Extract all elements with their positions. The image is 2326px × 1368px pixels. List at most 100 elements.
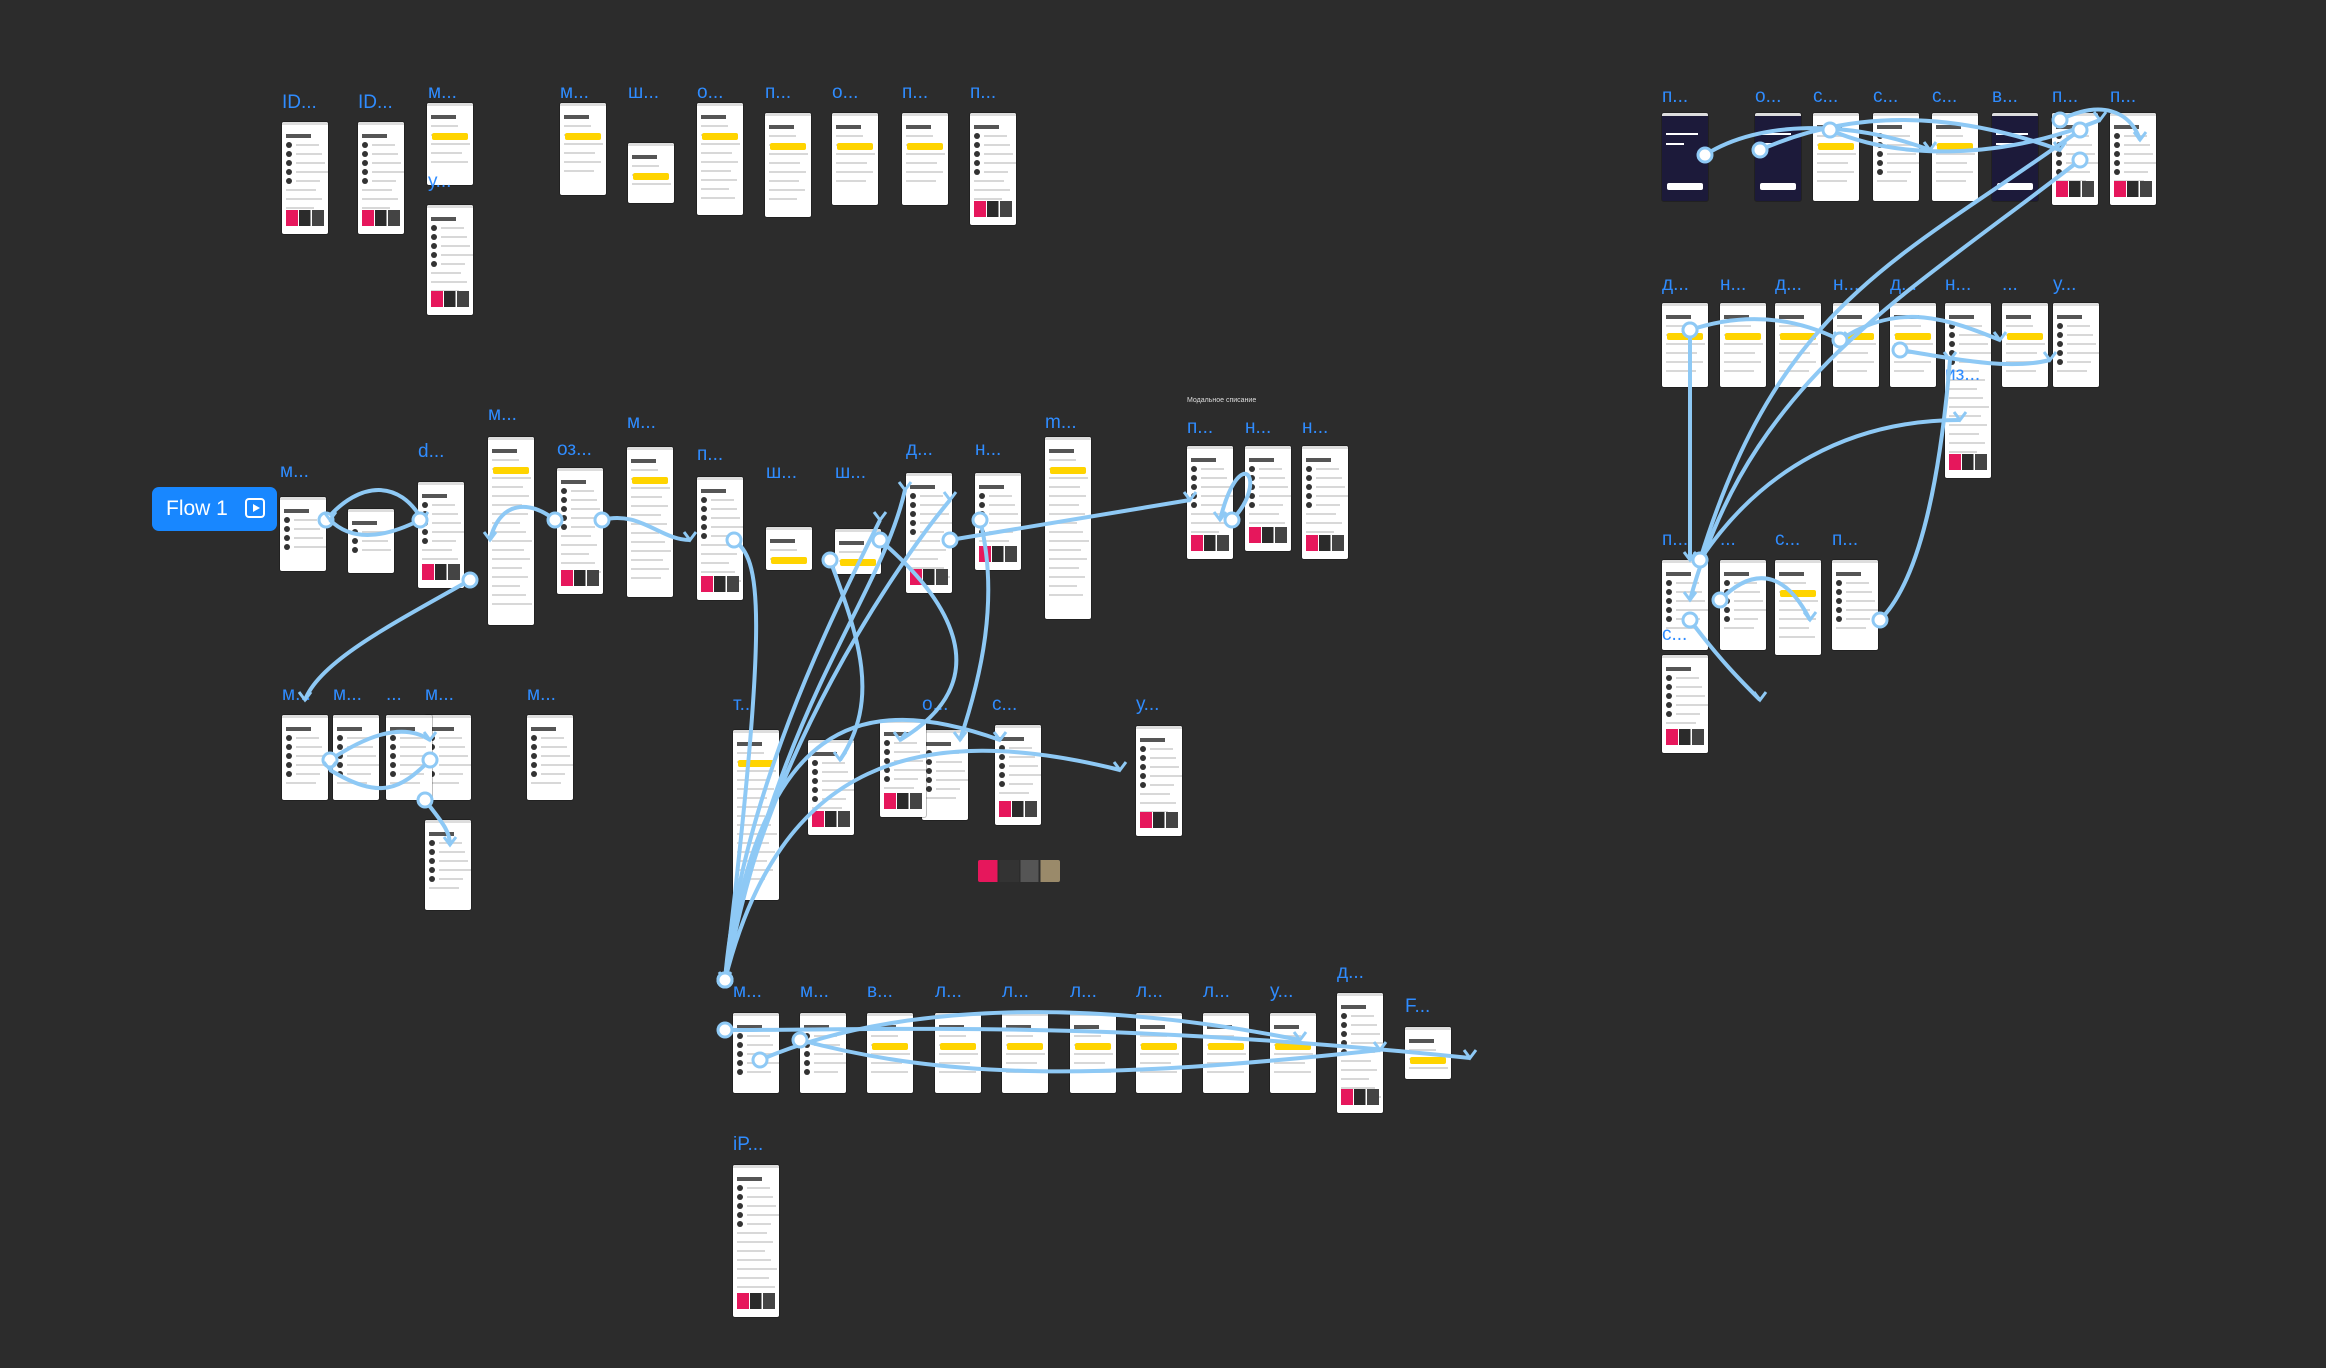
frame-label[interactable]: п... (1662, 86, 1689, 107)
screen-frame[interactable] (1932, 113, 1978, 201)
frame-label[interactable]: п... (1832, 529, 1859, 550)
screen-frame[interactable] (1833, 303, 1879, 387)
frame-label[interactable]: н... (1302, 417, 1329, 438)
frame-label[interactable]: о... (1755, 86, 1782, 107)
screen-frame[interactable] (427, 103, 473, 185)
screen-frame[interactable] (1873, 113, 1919, 201)
frame-label[interactable]: д... (1662, 274, 1689, 295)
screen-frame[interactable] (733, 730, 779, 900)
screen-frame[interactable] (733, 1013, 779, 1093)
screen-frame[interactable] (970, 113, 1016, 225)
frame-label[interactable]: н... (1945, 274, 1972, 295)
frame-label[interactable]: м... (280, 461, 309, 482)
screen-frame[interactable] (1720, 560, 1766, 650)
screen-frame[interactable] (922, 730, 968, 820)
link-hotspot[interactable] (716, 971, 734, 989)
frame-label[interactable]: н... (1833, 274, 1860, 295)
frame-label[interactable]: ш... (628, 82, 660, 103)
frame-label[interactable]: у... (2053, 274, 2077, 295)
link-hotspot[interactable] (716, 971, 734, 989)
screen-frame[interactable] (1045, 437, 1091, 619)
frame-label[interactable]: iP... (733, 1134, 764, 1155)
frame-label[interactable]: м... (428, 82, 457, 103)
frame-label[interactable]: ID... (358, 92, 393, 113)
frame-label[interactable]: п... (1187, 417, 1214, 438)
prototype-link[interactable] (828, 559, 865, 762)
frame-label[interactable]: м... (282, 684, 311, 705)
frame-label[interactable]: с... (992, 694, 1018, 715)
screen-frame[interactable] (627, 447, 673, 597)
screen-frame[interactable] (557, 468, 603, 594)
screen-frame[interactable] (1245, 446, 1291, 551)
frame-label[interactable]: в... (867, 981, 893, 1002)
frame-label[interactable]: m... (1045, 412, 1077, 433)
screen-frame[interactable] (1002, 1013, 1048, 1093)
frame-label[interactable]: п... (902, 82, 929, 103)
frame-label[interactable]: ш... (766, 462, 798, 483)
screen-frame[interactable] (386, 715, 432, 800)
frame-label[interactable]: д... (1337, 962, 1364, 983)
frame-label[interactable]: м... (560, 82, 589, 103)
screen-frame[interactable] (995, 725, 1041, 825)
screen-frame[interactable] (348, 509, 394, 573)
frame-label[interactable]: с... (1873, 86, 1899, 107)
frame-label[interactable]: л... (1070, 981, 1097, 1002)
screen-frame[interactable] (425, 820, 471, 910)
frame-label[interactable]: в... (1992, 86, 2018, 107)
prototype-link[interactable] (1878, 359, 1952, 622)
frame-label[interactable]: м... (425, 684, 454, 705)
frame-label[interactable]: м... (488, 404, 517, 425)
screen-frame[interactable] (935, 1013, 981, 1093)
frame-label[interactable]: м... (800, 981, 829, 1002)
frame-label[interactable]: п... (970, 82, 997, 103)
frame-label[interactable]: с... (1775, 529, 1801, 550)
frame-label[interactable]: ID... (282, 92, 317, 113)
screen-frame[interactable] (1337, 993, 1383, 1113)
frame-label[interactable]: н... (1245, 417, 1272, 438)
frame-label[interactable]: д... (1775, 274, 1802, 295)
frame-label[interactable]: ... (2002, 274, 2018, 295)
screen-frame[interactable] (1775, 560, 1821, 655)
screen-frame[interactable] (1813, 113, 1859, 201)
screen-frame[interactable] (1203, 1013, 1249, 1093)
frame-label[interactable]: л... (935, 981, 962, 1002)
screen-frame[interactable] (867, 1013, 913, 1093)
frame-label[interactable]: д... (906, 439, 933, 460)
screen-frame[interactable] (418, 482, 464, 588)
screen-frame[interactable] (906, 473, 952, 593)
frame-label[interactable]: м... (627, 412, 656, 433)
frame-label[interactable]: м... (333, 684, 362, 705)
screen-frame[interactable] (697, 103, 743, 215)
frame-label[interactable]: о... (922, 694, 949, 715)
screen-frame[interactable] (808, 740, 854, 835)
screen-frame[interactable] (1662, 655, 1708, 753)
frame-label[interactable]: н... (1720, 274, 1747, 295)
frame-label[interactable]: оз... (557, 439, 592, 460)
screen-frame[interactable] (1992, 113, 2038, 201)
screen-frame[interactable] (975, 473, 1021, 570)
screen-frame[interactable] (1662, 303, 1708, 387)
frame-label[interactable]: м... (733, 981, 762, 1002)
frame-label[interactable]: п... (697, 444, 724, 465)
frame-label[interactable]: ... (386, 684, 402, 705)
screen-frame[interactable] (1405, 1027, 1451, 1079)
frame-label[interactable]: из... (1945, 364, 1981, 385)
frame-label[interactable]: п... (2052, 86, 2079, 107)
screen-frame[interactable] (628, 143, 674, 203)
link-hotspot[interactable] (716, 971, 734, 989)
frame-label[interactable]: с... (1932, 86, 1958, 107)
screen-frame[interactable] (560, 103, 606, 195)
screen-frame[interactable] (1270, 1013, 1316, 1093)
screen-frame[interactable] (1187, 446, 1233, 559)
screen-frame[interactable] (282, 122, 328, 234)
screen-frame[interactable] (358, 122, 404, 234)
screen-frame[interactable] (2110, 113, 2156, 205)
screen-frame[interactable] (2052, 113, 2098, 205)
link-hotspot[interactable] (716, 971, 734, 989)
frame-label[interactable]: d... (418, 441, 445, 462)
frame-label[interactable]: п... (1662, 529, 1689, 550)
frame-label[interactable]: ш... (835, 462, 867, 483)
screen-frame[interactable] (333, 715, 379, 800)
screen-frame[interactable] (280, 497, 326, 571)
